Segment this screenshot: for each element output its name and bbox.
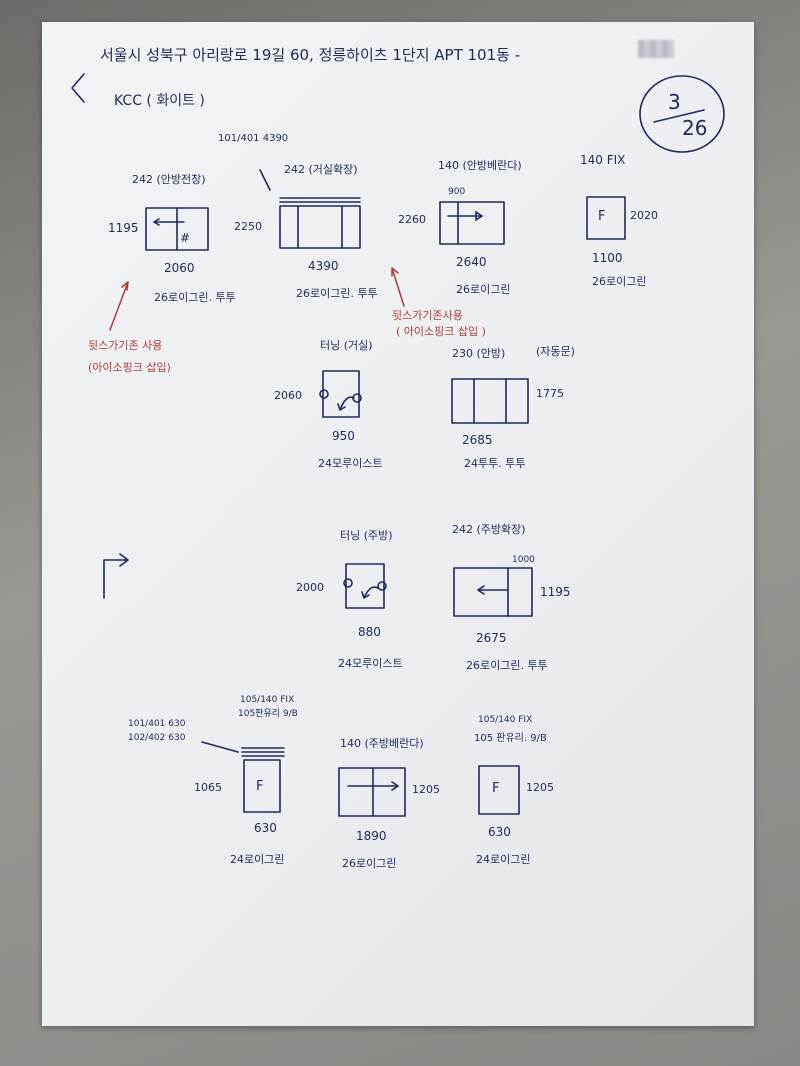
window-5-title: 터닝 (거실): [320, 339, 373, 352]
window-8-width: 2675: [476, 631, 507, 645]
window-11-width: 630: [488, 825, 511, 839]
window-6-spec: 24투투. 투투: [464, 457, 526, 470]
window-6-height: 1775: [536, 387, 564, 400]
window-10-width: 1890: [356, 829, 387, 843]
direction-arrow-icon: [103, 553, 129, 599]
window-9-fix-mark: F: [256, 779, 264, 794]
page-number-top: 3: [668, 90, 681, 114]
window-8-frame: [453, 567, 533, 617]
window-sketch-drawings: [71, 73, 725, 817]
window-10-spec: 26로이그린: [342, 857, 397, 870]
red-note-left-2: (아이소핑크 삽입): [88, 361, 171, 374]
window-4-fix-mark: F: [598, 209, 606, 224]
window-10-frame: [338, 767, 406, 817]
window-2-note: 101/401 4390: [218, 133, 289, 144]
window-11-spec: 24로이그린: [476, 853, 531, 866]
window-10-title: 140 (주방베란다): [340, 737, 424, 750]
window-5-spec: 24모루이스트: [318, 457, 383, 470]
window-4-height: 2020: [630, 209, 658, 222]
window-7-height: 2000: [296, 581, 324, 594]
red-note-left-1: 뒷스가기존 사용: [88, 339, 163, 352]
window-1-spec: 26로이그린. 투투: [154, 291, 236, 304]
window-9-title: 105/140 FIX: [240, 695, 295, 705]
back-chevron-icon: [71, 73, 85, 103]
redacted-unit-number: [638, 40, 674, 58]
window-11-fix-mark: F: [492, 781, 500, 796]
window-9-spec: 24로이그린: [230, 853, 285, 866]
window-1-width: 2060: [164, 261, 195, 275]
window-11-note: 105 판유리. 9/B: [474, 733, 547, 744]
window-3-note: 900: [448, 187, 466, 197]
window-3-width: 2640: [456, 255, 487, 269]
red-note-mid-1: 뒷스가기존사용: [392, 309, 463, 322]
page-number-circle: [639, 75, 725, 153]
window-7-width: 880: [358, 625, 381, 639]
window-7-title: 터닝 (주방): [340, 529, 393, 542]
window-5-width: 950: [332, 429, 355, 443]
window-6-frame: [451, 378, 529, 424]
window-6-title-extra: (자동문): [536, 345, 575, 358]
window-3-frame: [439, 201, 505, 245]
window-6-title: 230 (안방): [452, 347, 506, 360]
window-1-height: 1195: [108, 221, 139, 235]
window-8-height: 1195: [540, 585, 571, 599]
window-1-title: 242 (안방전창): [132, 173, 206, 186]
window-1-hash-mark: #: [180, 231, 191, 245]
window-4-spec: 26로이그린: [592, 275, 647, 288]
window-4-title: 140 FIX: [580, 153, 626, 167]
window-9-height: 1065: [194, 781, 222, 794]
red-note-mid-2: ( 아이소핑크 삽입 ): [396, 325, 486, 338]
window-9-width: 630: [254, 821, 277, 835]
window-11-frame: [478, 765, 520, 815]
window-2-height: 2250: [234, 220, 262, 233]
window-6-width: 2685: [462, 433, 493, 447]
window-2-width: 4390: [308, 259, 339, 273]
window-3-spec: 26로이그린: [456, 283, 511, 296]
window-3-height: 2260: [398, 213, 426, 226]
window-8-note: 1000: [512, 555, 535, 565]
paper-sheet: 서울시 성북구 아리랑로 19길 60, 정릉하이츠 1단지 APT 101동 …: [42, 22, 754, 1026]
window-9-note-unit-a: 101/401 630: [128, 719, 186, 729]
page-number-total: 26: [682, 116, 708, 140]
window-2-title: 242 (거실확장): [284, 163, 358, 176]
window-10-height: 1205: [412, 783, 440, 796]
window-2-frame: [279, 205, 361, 249]
window-2-spec: 26로이그린. 투투: [296, 287, 378, 300]
window-9-frame: [243, 759, 281, 813]
window-4-frame: [586, 196, 626, 240]
window-8-spec: 26로이그린. 투투: [466, 659, 548, 672]
window-11-title: 105/140 FIX: [478, 715, 533, 725]
address-line: 서울시 성북구 아리랑로 19길 60, 정릉하이츠 1단지 APT 101동 …: [100, 46, 521, 64]
window-8-title: 242 (주방확장): [452, 523, 526, 536]
window-7-spec: 24모루이스트: [338, 657, 403, 670]
brand-label: KCC ( 화이트 ): [114, 93, 205, 109]
window-11-height: 1205: [526, 781, 554, 794]
window-5-height: 2060: [274, 389, 302, 402]
window-4-width: 1100: [592, 251, 623, 265]
window-3-title: 140 (안방베란다): [438, 159, 522, 172]
window-9-note-glass: 105판유리 9/B: [238, 709, 298, 719]
window-9-note-unit-b: 102/402 630: [128, 733, 186, 743]
